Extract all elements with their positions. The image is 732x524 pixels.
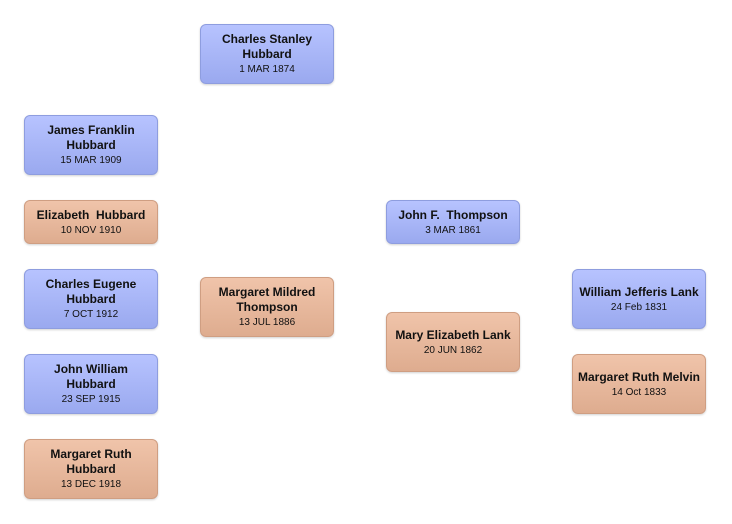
person-name: John F. Thompson: [398, 207, 508, 222]
person-name: Charles Stanley Hubbard: [221, 32, 316, 61]
person-name: Mary Elizabeth Lank: [395, 327, 511, 342]
person-card-john-william-hubbard[interactable]: John William Hubbard 23 SEP 1915: [24, 354, 158, 414]
person-card-charles-eugene-hubbard[interactable]: Charles Eugene Hubbard 7 OCT 1912: [24, 269, 158, 329]
person-card-charles-stanley-hubbard[interactable]: Charles Stanley Hubbard 1 MAR 1874: [200, 24, 334, 84]
person-date: 3 MAR 1861: [425, 224, 481, 236]
person-name: John William Hubbard: [54, 362, 132, 391]
person-card-margaret-mildred-thompson[interactable]: Margaret Mildred Thompson 13 JUL 1886: [200, 277, 334, 337]
person-name: James Franklin Hubbard: [47, 123, 139, 152]
person-date: 13 DEC 1918: [60, 479, 122, 490]
person-card-john-f-thompson[interactable]: John F. Thompson 3 MAR 1861: [386, 200, 520, 244]
person-date: 15 MAR 1909: [60, 155, 122, 166]
person-card-william-jefferis-lank[interactable]: William Jefferis Lank 24 Feb 1831: [572, 269, 706, 329]
person-name: Charles Eugene Hubbard: [45, 277, 140, 306]
person-date: 7 OCT 1912: [63, 309, 119, 320]
person-card-elizabeth-hubbard[interactable]: Elizabeth Hubbard 10 NOV 1910: [24, 200, 158, 244]
person-name: William Jefferis Lank: [579, 284, 699, 299]
person-date: 24 Feb 1831: [610, 301, 668, 313]
person-card-mary-elizabeth-lank[interactable]: Mary Elizabeth Lank 20 JUN 1862: [386, 312, 520, 372]
person-name: Margaret Ruth Melvin: [577, 369, 700, 384]
person-date: 10 NOV 1910: [60, 224, 122, 236]
person-card-margaret-ruth-hubbard[interactable]: Margaret Ruth Hubbard 13 DEC 1918: [24, 439, 158, 499]
person-date: 14 Oct 1833: [611, 386, 667, 398]
person-name: Margaret Ruth Hubbard: [50, 447, 136, 476]
person-date: 23 SEP 1915: [61, 394, 121, 405]
person-card-margaret-ruth-melvin[interactable]: Margaret Ruth Melvin 14 Oct 1833: [572, 354, 706, 414]
person-date: 1 MAR 1874: [239, 64, 295, 75]
person-date: 20 JUN 1862: [423, 344, 483, 356]
person-date: 13 JUL 1886: [238, 317, 296, 328]
person-card-james-franklin-hubbard[interactable]: James Franklin Hubbard 15 MAR 1909: [24, 115, 158, 175]
person-name: Margaret Mildred Thompson: [218, 285, 319, 314]
person-name: Elizabeth Hubbard: [36, 207, 146, 222]
